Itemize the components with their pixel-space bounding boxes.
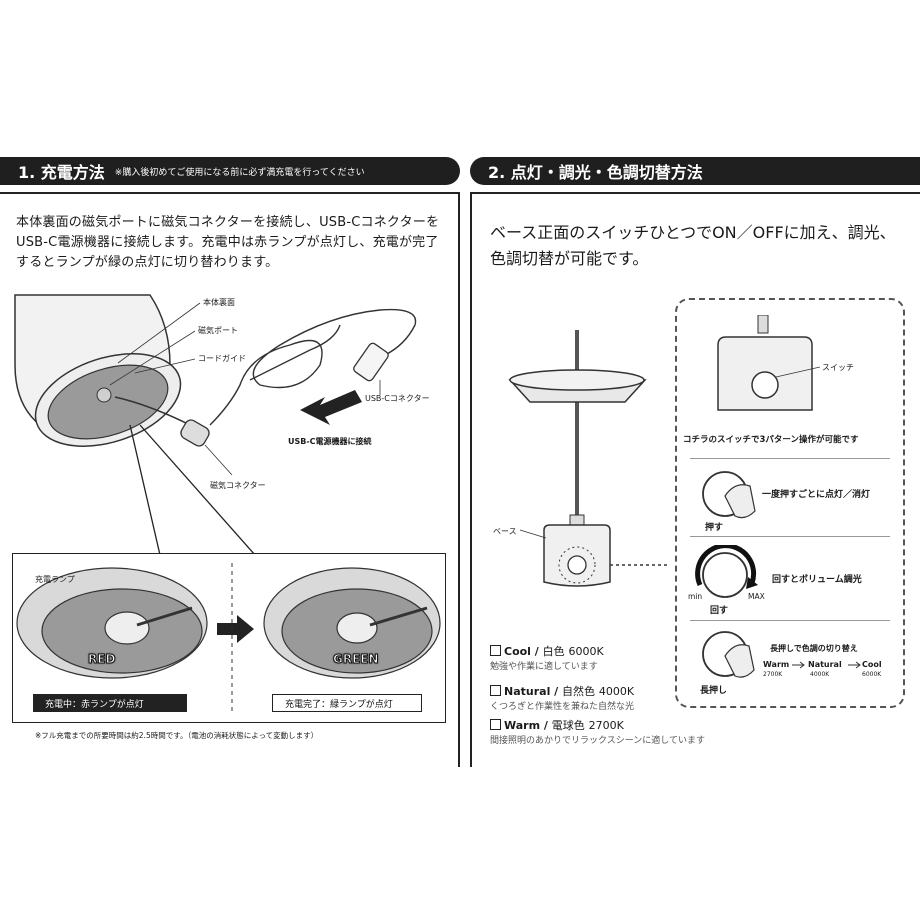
mode-warm-name: Warm: [504, 719, 541, 732]
mode-natural-name: Natural: [504, 685, 551, 698]
section1-frame-right: [458, 192, 460, 767]
charge-state-illustrations: [16, 563, 441, 713]
operation-box: [675, 298, 905, 708]
red-state-label: RED: [87, 652, 116, 667]
rotate-icon: [695, 545, 758, 598]
mode-natural: Natural / 自然色 4000K くつろぎと作業性を兼ねた自然な光: [490, 685, 635, 712]
tone-cool: Cool: [862, 660, 882, 669]
checkbox-icon: [490, 719, 501, 730]
op-press-desc: 一度押すごとに点灯／消灯: [762, 490, 871, 500]
label-usbc-device: USB-C電源機器に接続: [288, 437, 372, 446]
mode-cool-name: Cool: [504, 645, 531, 658]
section1-title: 1. 充電方法: [18, 163, 105, 182]
section2-title: 2. 点灯・調光・色調切替方法: [488, 163, 703, 182]
mode-natural-kelvin: 4000K: [598, 685, 635, 698]
mode-natural-jp: 自然色: [562, 685, 596, 698]
op-divider-1: [690, 458, 890, 459]
mode-cool-kelvin: 6000K: [568, 645, 604, 658]
tone-cool-kelvin: 6000K: [862, 671, 882, 678]
op-long-press-action: 長押し: [700, 686, 728, 696]
tone-arrows: [792, 661, 861, 669]
op-rotate-max: MAX: [748, 592, 765, 601]
green-state-label: GREEN: [333, 652, 380, 667]
mode-warm-jp: 電球色: [551, 719, 585, 732]
charging-illustration: [14, 294, 417, 555]
section1-header: 1. 充電方法 ※購入後初めてご使用になる前に必ず満充電を行ってください: [0, 157, 460, 185]
label-cord-guide: コードガイド: [198, 354, 246, 363]
op-divider-3: [690, 620, 890, 621]
switch-closeup: [717, 315, 820, 411]
charging-caption: 充電中：赤ランプが点灯: [33, 694, 187, 712]
label-body-back: 本体裏面: [203, 298, 235, 307]
section1-frame-top: [0, 192, 460, 194]
section1-note: ※購入後初めてご使用になる前に必ず満充電を行ってください: [114, 167, 365, 178]
op-rotate-action: 回す: [710, 606, 729, 616]
op-long-press-desc: 長押しで色調の切り替え: [770, 644, 858, 653]
mode-warm-desc: 間接照明のあかりでリラックスシーンに適しています: [490, 736, 706, 746]
op-rotate-min: min: [688, 592, 703, 601]
mode-warm: Warm / 電球色 2700K 間接照明のあかりでリラックスシーンに適していま…: [490, 719, 706, 746]
mode-cool: Cool / 白色 6000K 勉強や作業に適しています: [490, 645, 604, 672]
label-magnetic-connector: 磁気コネクター: [210, 481, 266, 490]
op-press-action: 押す: [705, 523, 724, 533]
mode-cool-desc: 勉強や作業に適しています: [490, 662, 598, 672]
press-icon: [702, 471, 756, 519]
section1-intro: 本体裏面の磁気ポートに磁気コネクターを接続し、USB-Cコネクターを USB-C…: [16, 215, 440, 270]
mode-cool-jp: 白色: [542, 645, 565, 658]
section2-frame-left: [470, 192, 472, 767]
label-base: ベース: [493, 527, 517, 536]
lamp-illustration: [508, 330, 670, 587]
mode-natural-desc: くつろぎと作業性を兼ねた自然な光: [490, 702, 635, 712]
label-switch: スイッチ: [822, 363, 854, 372]
op-divider-2: [690, 536, 890, 537]
section2-intro: ベース正面のスイッチひとつでON／OFFに加え、調光、色調切替が可能です。: [490, 223, 896, 268]
tone-natural: Natural: [808, 660, 842, 669]
section2-frame-top: [470, 192, 920, 194]
done-caption: 充電完了：緑ランプが点灯: [272, 694, 422, 712]
label-magnetic-port: 磁気ポート: [198, 326, 238, 335]
op-rotate-desc: 回すとボリューム調光: [772, 575, 862, 585]
label-usbc-connector: USB-Cコネクター: [365, 394, 430, 403]
tone-warm: Warm: [763, 660, 790, 669]
section1-footnote: ※フル充電までの所要時間は約2.5時間です。（電池の消耗状態によって変動します）: [35, 731, 319, 740]
checkbox-icon: [490, 685, 501, 696]
label-charge-lamp: 充電ランプ: [35, 575, 75, 584]
long-press-icon: [702, 631, 755, 678]
mode-warm-kelvin: 2700K: [588, 719, 624, 732]
tone-natural-kelvin: 4000K: [810, 671, 830, 678]
tone-warm-kelvin: 2700K: [763, 671, 783, 678]
switch-caption: コチラのスイッチで3パターン操作が可能です: [683, 435, 859, 445]
section2-header: 2. 点灯・調光・色調切替方法: [470, 157, 920, 185]
checkbox-icon: [490, 645, 501, 656]
